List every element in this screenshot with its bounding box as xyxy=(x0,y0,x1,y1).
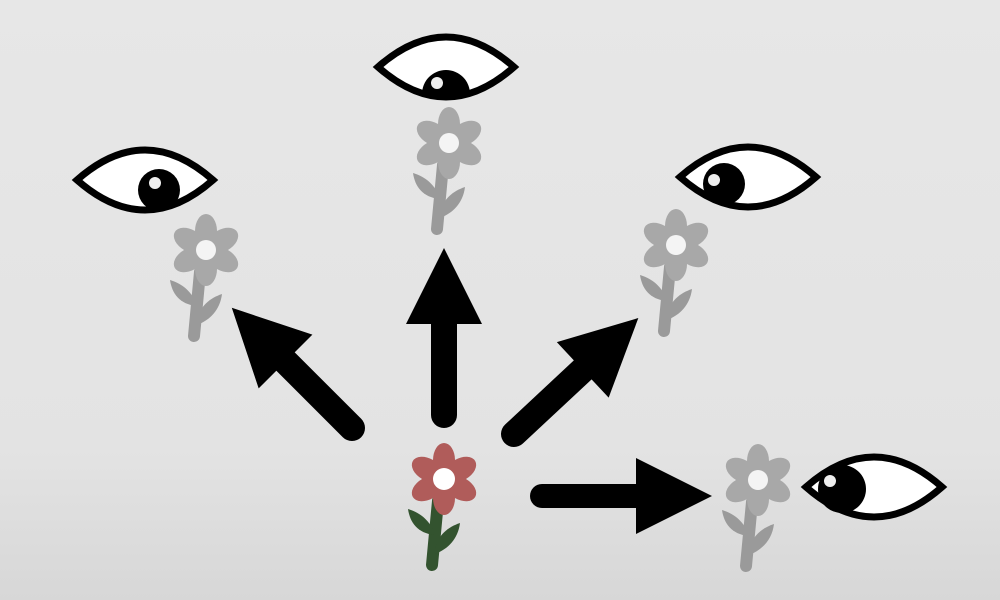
flower-icon-left xyxy=(169,214,243,336)
flower-icon-top xyxy=(412,107,486,229)
arrow-icon-up xyxy=(406,248,482,428)
arrow-icon-up-left xyxy=(204,280,365,441)
eye-icon-side xyxy=(800,453,948,521)
flower-icon-side xyxy=(721,444,795,566)
flower-icon-right xyxy=(639,209,713,331)
arrow-icon-up-right xyxy=(501,290,665,447)
eye-icon-right xyxy=(674,143,822,211)
arrow-icon-right xyxy=(530,458,712,534)
eye-icon-left xyxy=(71,146,219,214)
eye-icon-top xyxy=(372,33,520,101)
flower-icon-focus xyxy=(407,443,481,565)
